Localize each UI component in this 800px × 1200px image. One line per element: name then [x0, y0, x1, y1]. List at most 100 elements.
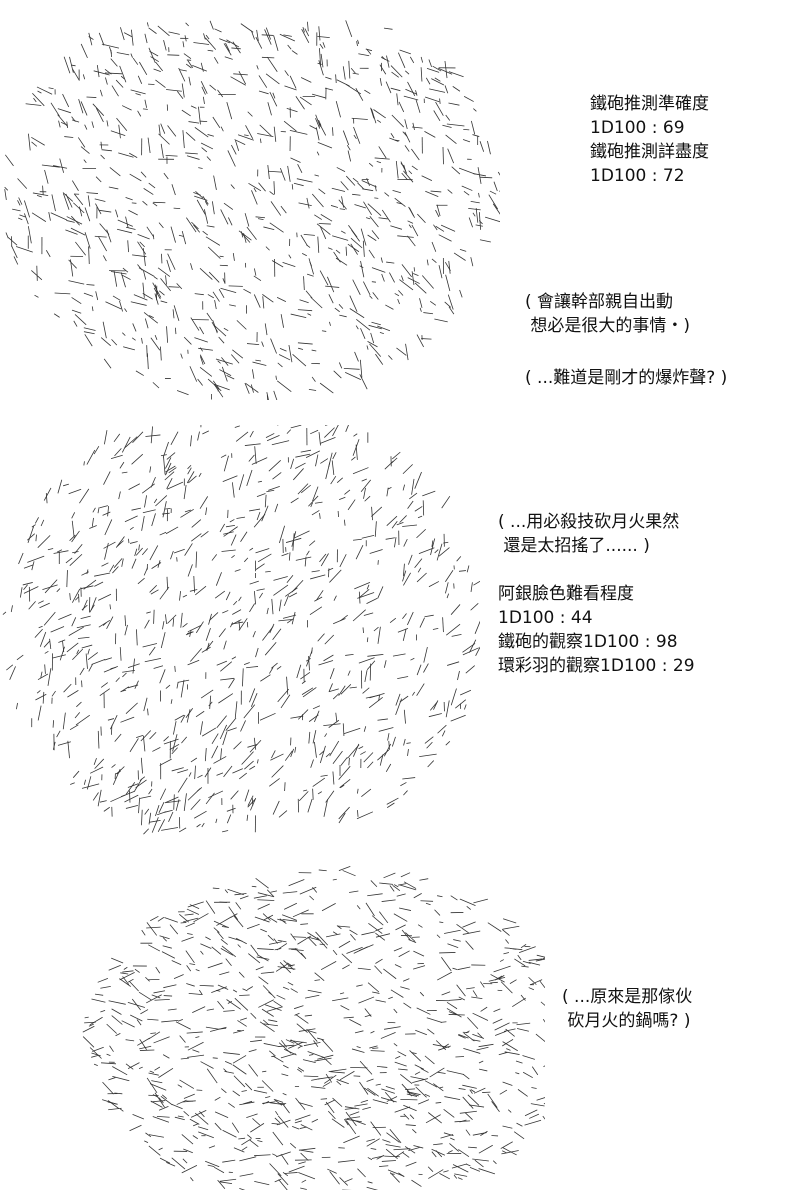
art-stroke [183, 336, 192, 345]
art-stroke [106, 1023, 117, 1034]
art-stroke [68, 488, 82, 495]
art-stroke [118, 152, 134, 158]
art-stroke [434, 909, 441, 916]
art-stroke [170, 226, 176, 243]
art-stroke [418, 547, 435, 555]
art-stroke [437, 895, 443, 898]
art-stroke [397, 299, 400, 305]
art-stroke [261, 1008, 274, 1017]
art-stroke [395, 924, 406, 931]
art-stroke [353, 134, 357, 139]
art-stroke [369, 1045, 378, 1049]
art-stroke [290, 157, 301, 163]
art-stroke [207, 1164, 215, 1167]
art-stroke [162, 501, 167, 518]
art-stroke [438, 234, 452, 242]
art-stroke [480, 1006, 488, 1012]
art-stroke [423, 312, 434, 315]
art-stroke [513, 1131, 525, 1140]
art-stroke [370, 1121, 382, 1136]
art-stroke [283, 34, 292, 37]
art-stroke [458, 1034, 469, 1039]
art-stroke [100, 337, 111, 347]
art-stroke [86, 284, 95, 286]
art-stroke [318, 660, 334, 666]
art-stroke [344, 1106, 360, 1110]
art-stroke [470, 120, 476, 135]
ascii-art-panel-3 [82, 866, 545, 1190]
art-stroke [180, 1057, 189, 1060]
art-stroke [24, 200, 31, 218]
art-stroke [278, 810, 288, 818]
art-stroke [153, 68, 161, 72]
art-stroke [160, 454, 167, 457]
art-stroke [73, 320, 78, 327]
art-stroke [129, 1124, 142, 1132]
art-stroke [204, 37, 217, 50]
art-stroke [363, 752, 374, 763]
art-stroke [274, 1178, 282, 1183]
art-stroke [166, 1161, 176, 1167]
art-stroke [437, 971, 453, 981]
art-stroke [163, 172, 169, 180]
art-stroke [480, 1130, 488, 1136]
art-stroke [143, 828, 149, 835]
art-stroke [125, 702, 138, 714]
art-stroke [177, 1115, 184, 1118]
art-stroke [228, 936, 243, 942]
art-stroke [265, 246, 270, 251]
art-stroke [403, 1104, 417, 1112]
art-stroke [263, 1043, 280, 1048]
art-stroke [399, 884, 417, 891]
art-stroke [354, 204, 367, 209]
art-stroke [228, 1102, 235, 1108]
art-stroke [112, 295, 121, 301]
art-stroke [291, 50, 298, 55]
art-stroke [44, 169, 49, 184]
art-stroke [297, 163, 303, 173]
art-stroke [49, 638, 52, 650]
art-stroke [266, 607, 269, 615]
art-stroke [366, 637, 369, 643]
art-stroke [368, 922, 383, 934]
art-stroke [431, 1148, 446, 1156]
art-stroke [381, 1088, 395, 1094]
art-stroke [405, 1088, 416, 1090]
art-stroke [116, 52, 130, 56]
art-stroke [333, 370, 342, 379]
art-stroke [344, 1107, 357, 1110]
art-stroke [333, 595, 337, 601]
art-stroke [332, 931, 338, 935]
art-stroke [366, 597, 378, 604]
art-stroke [411, 165, 418, 171]
art-stroke [139, 795, 152, 799]
art-stroke [251, 369, 255, 379]
art-stroke [423, 646, 428, 663]
art-stroke [76, 624, 91, 629]
art-stroke [543, 1065, 545, 1068]
art-stroke [247, 743, 258, 748]
art-stroke [176, 681, 179, 689]
thought-line: ( ...難道是剛才的爆炸聲? ) [525, 368, 728, 388]
art-stroke [336, 1080, 342, 1086]
art-stroke [300, 484, 311, 494]
art-stroke [366, 1186, 379, 1190]
art-stroke [199, 326, 205, 335]
art-stroke [519, 946, 536, 954]
art-stroke [352, 279, 361, 295]
art-stroke [374, 157, 390, 160]
art-stroke [205, 34, 210, 40]
art-stroke [395, 1055, 401, 1059]
art-stroke [449, 1143, 459, 1152]
art-stroke [313, 1040, 319, 1048]
art-stroke [31, 561, 35, 571]
art-stroke [142, 735, 146, 752]
art-stroke [4, 186, 9, 191]
art-stroke [402, 777, 416, 780]
art-stroke [165, 684, 171, 689]
art-stroke [261, 505, 269, 522]
art-stroke [411, 224, 419, 237]
art-stroke [403, 170, 414, 183]
art-stroke [219, 255, 224, 258]
art-stroke [312, 705, 321, 710]
